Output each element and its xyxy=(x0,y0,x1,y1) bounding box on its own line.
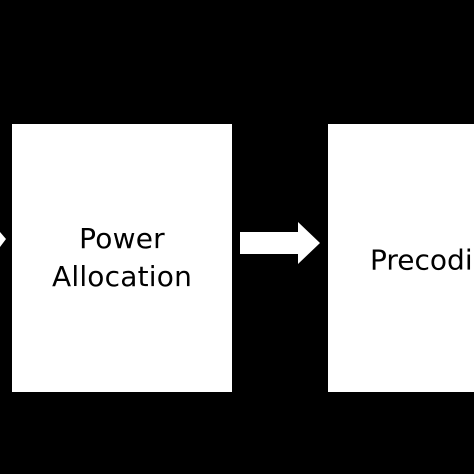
arrow-head xyxy=(298,222,320,264)
precoding-block: Precodi xyxy=(328,124,474,392)
power-allocation-label-line1: Power xyxy=(79,222,165,255)
precoding-label: Precodi xyxy=(370,243,473,277)
power-allocation-block: Power Allocation xyxy=(12,124,232,392)
precoding-label-clip: Precodi xyxy=(328,124,474,392)
arrow-power-to-precoding xyxy=(240,222,320,264)
power-allocation-label-line2: Allocation xyxy=(51,260,193,293)
arrow-shaft xyxy=(240,232,298,254)
incoming-arrow-head xyxy=(0,232,6,247)
